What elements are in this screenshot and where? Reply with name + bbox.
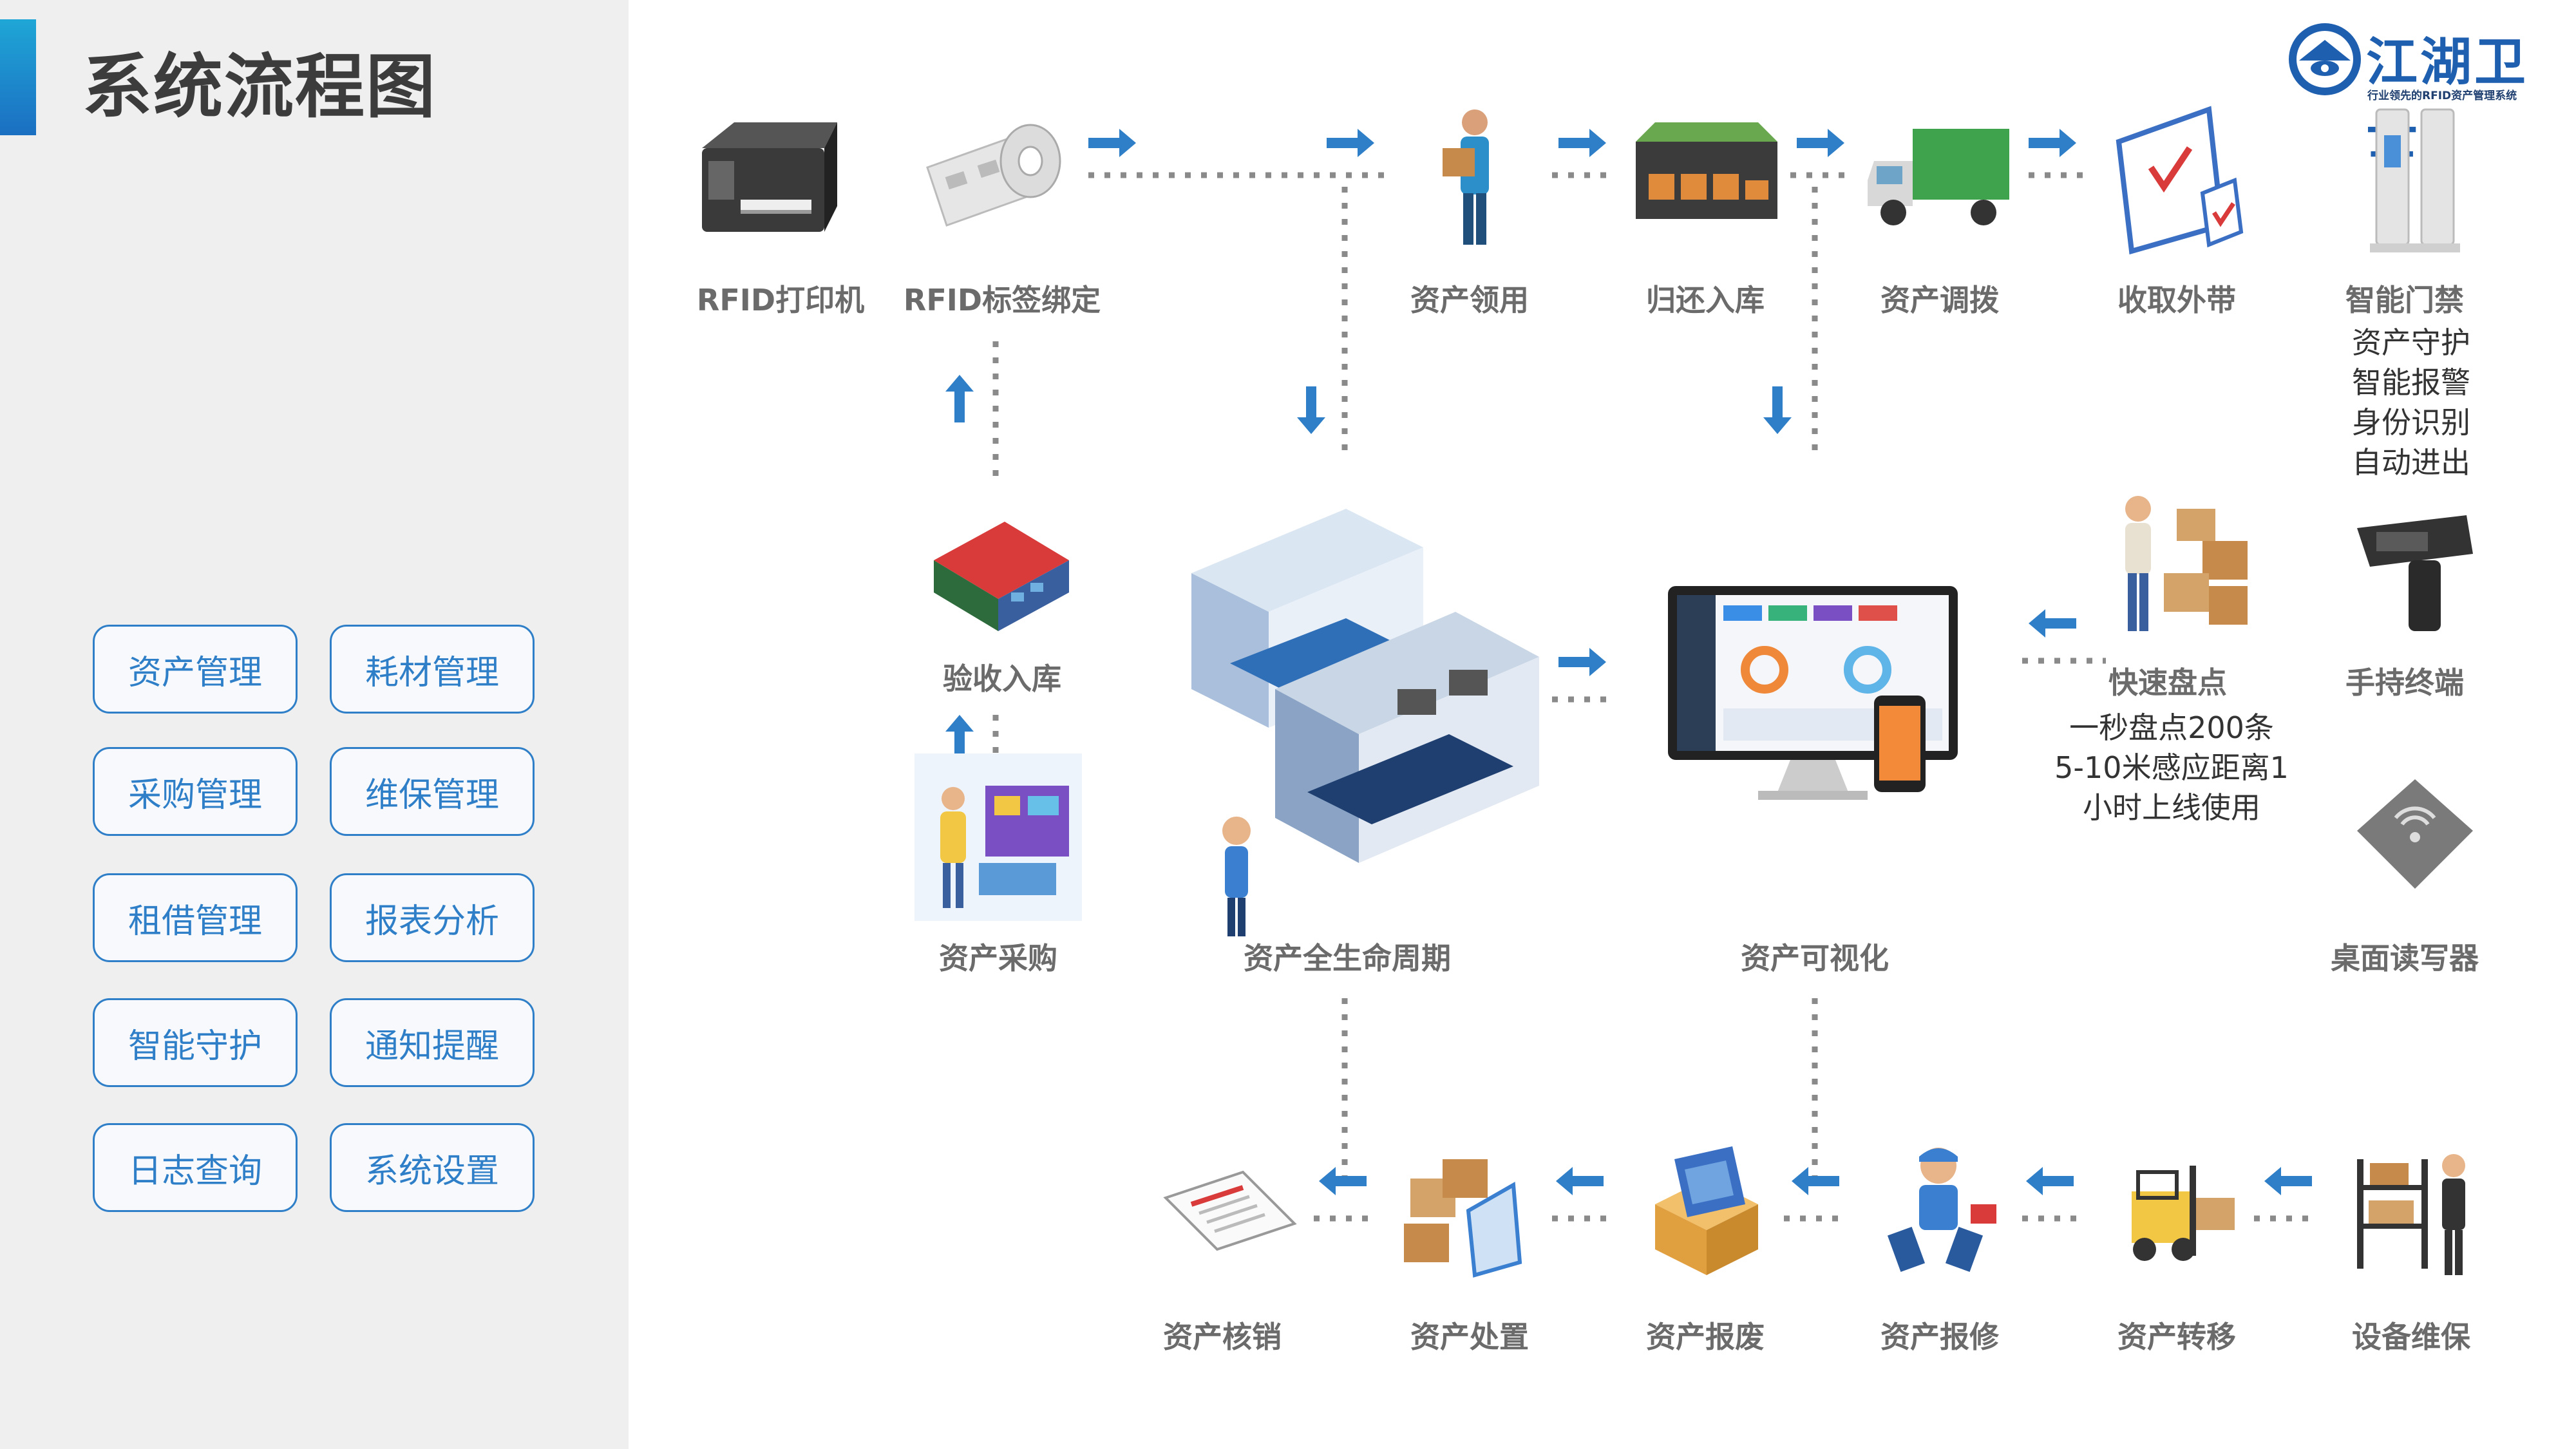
quick-inventory-person-icon (2125, 496, 2248, 631)
asset-transfer-forklift-icon (2132, 1166, 2235, 1261)
asset-disposal-boxes-icon (1404, 1159, 1522, 1278)
flow-label-rfid-printer: RFID打印机 (696, 283, 865, 317)
flow-label-asset-transfer: 资产调拨 (1880, 283, 1999, 317)
flow-label-return-warehouse: 归还入库 (1646, 283, 1765, 317)
flow-label-procurement: 资产采购 (939, 941, 1057, 976)
flow-label-desktop-reader: 桌面读写器 (2331, 941, 2479, 976)
inventory-note-speed: 一秒盘点200条 (2069, 710, 2274, 745)
flow-label-asset-receive: 资产领用 (1410, 283, 1529, 317)
flow-label-lifecycle: 资产全生命周期 (1244, 941, 1451, 976)
menu-notifications[interactable]: 通知提醒 (330, 998, 535, 1087)
shield-logo-icon (2289, 23, 2361, 95)
asset-writeoff-document-icon (1163, 1170, 1297, 1251)
flow-label-disposal: 资产处置 (1410, 1320, 1529, 1354)
flow-label-carry-out: 收取外带 (2117, 283, 2236, 317)
desktop-reader-icon (2357, 779, 2473, 889)
menu-maintenance-management[interactable]: 维保管理 (330, 747, 535, 836)
smart-gate-icon (2370, 108, 2460, 252)
title-accent-bar (0, 19, 36, 135)
flow-label-acceptance: 验收入库 (943, 661, 1061, 696)
flow-label-maintenance: 设备维保 (2352, 1320, 2470, 1354)
asset-repair-worker-icon (1887, 1148, 1996, 1273)
left-panel: 系统流程图 资产管理 耗材管理 采购管理 维保管理 租借管理 报表分析 智能守护… (0, 0, 629, 1449)
procurement-person-icon (914, 753, 1082, 921)
asset-receive-person-icon (1443, 109, 1489, 245)
flow-label-writeoff: 资产核销 (1163, 1320, 1282, 1354)
menu-consumables-management[interactable]: 耗材管理 (330, 625, 535, 714)
menu-report-analysis[interactable]: 报表分析 (330, 873, 535, 962)
logo-slogan: 行业领先的RFID资产管理系统 (2367, 90, 2517, 102)
warehouse-return-icon (1636, 122, 1777, 219)
gate-feature-alarm: 智能报警 (2352, 365, 2470, 400)
menu-smart-guard[interactable]: 智能守护 (93, 998, 298, 1087)
inventory-note-setup: 小时上线使用 (2083, 790, 2260, 825)
handheld-terminal-icon (2357, 515, 2473, 631)
menu-procurement-management[interactable]: 采购管理 (93, 747, 298, 836)
equipment-maintenance-shelf-icon (2357, 1154, 2465, 1275)
flow-label-visualization: 资产可视化 (1741, 941, 1889, 976)
page-title: 系统流程图 (82, 47, 437, 128)
acceptance-warehouse-icon (934, 522, 1069, 631)
rfid-printer-icon (702, 122, 837, 232)
asset-scrap-box-icon (1655, 1146, 1758, 1275)
menu-lending-management[interactable]: 租借管理 (93, 873, 298, 962)
visualization-dashboard-icon (1668, 586, 1958, 800)
flow-label-rfid-tag-binding: RFID标签绑定 (903, 283, 1101, 317)
rfid-tag-roll-icon (926, 124, 1061, 227)
gate-feature-guard: 资产守护 (2352, 325, 2470, 360)
gate-feature-identity: 身份识别 (2352, 405, 2470, 440)
menu-log-query[interactable]: 日志查询 (93, 1123, 298, 1212)
gate-feature-auto-pass: 自动进出 (2352, 445, 2470, 480)
checkout-checklist-icon (2116, 106, 2244, 255)
menu-asset-management[interactable]: 资产管理 (93, 625, 298, 714)
asset-lifecycle-office-illustration (1191, 509, 1539, 936)
flow-label-quick-inventory: 快速盘点 (2108, 665, 2227, 700)
flow-label-relocation: 资产转移 (2117, 1320, 2236, 1354)
menu-system-settings[interactable]: 系统设置 (330, 1123, 535, 1212)
transfer-truck-icon (1868, 129, 2009, 225)
inventory-note-range: 5-10米感应距离1 (2054, 750, 2289, 785)
flow-label-smart-gate: 智能门禁 (2345, 283, 2464, 317)
flow-label-handheld-terminal: 手持终端 (2345, 665, 2464, 700)
flow-label-repair: 资产报修 (1880, 1320, 1999, 1354)
flow-label-scrap: 资产报废 (1646, 1320, 1765, 1354)
